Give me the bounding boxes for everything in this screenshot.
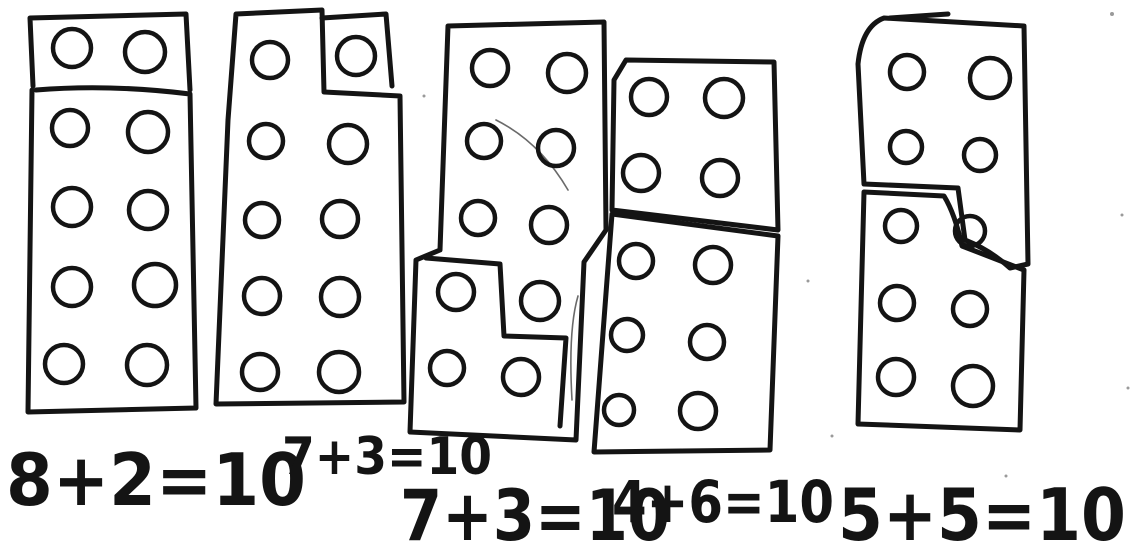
dot-row [878,55,1010,406]
equations: 8+2=10 7+3=10 7+3=10 4+6=10 5+5=10 [6,427,1126,557]
equation-4-plus-6: 4+6=10 [612,468,834,536]
number-bond-group-5-5 [858,14,1028,430]
number-bond-group-4-6 [594,60,778,452]
number-bond-group-8-2 [28,14,196,412]
dot-row [430,50,586,395]
ten-frame-part-7 [216,10,404,404]
number-bond-group-7-3 [216,10,404,404]
stray-pen-tick [890,14,948,18]
number-bond-group-7-3-b [410,22,606,440]
equation-5-plus-5: 5+5=10 [838,473,1126,557]
equation-8-plus-2: 8+2=10 [6,438,306,522]
ten-frame-part-7 [410,22,606,440]
dot-row [45,29,176,385]
dot-row [604,79,743,429]
dot-row [242,37,375,392]
